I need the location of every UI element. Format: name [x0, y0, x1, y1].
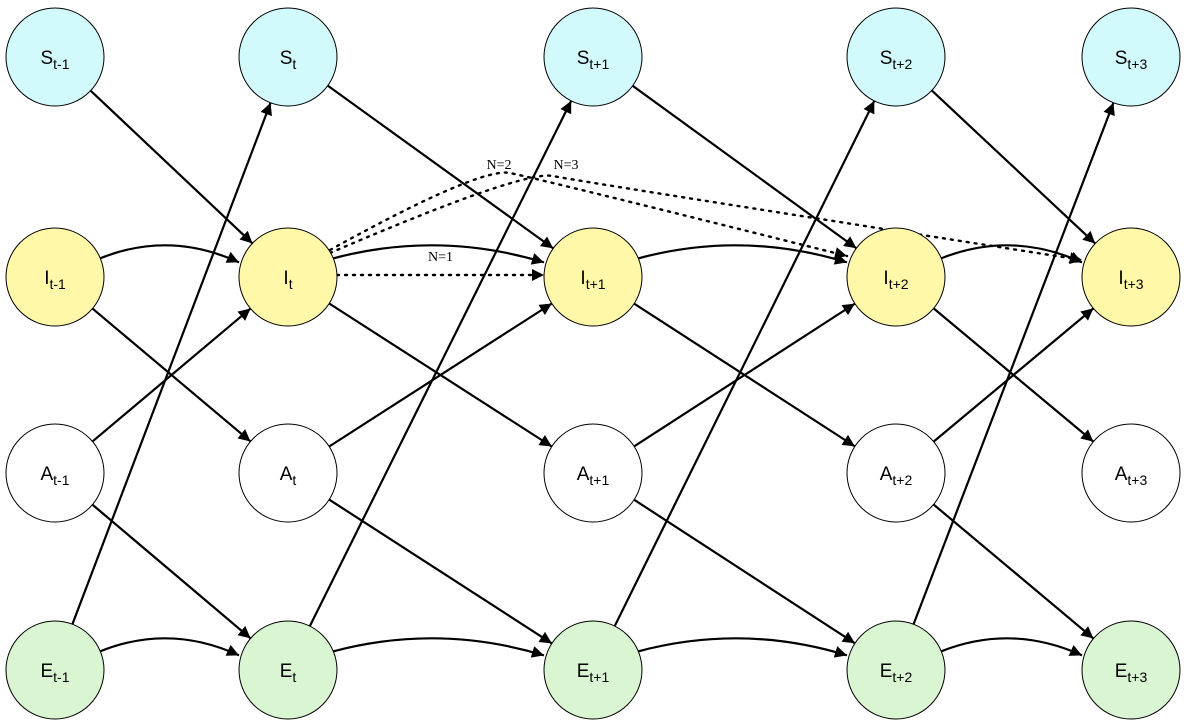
edge-a-t-1-to-i-t — [91, 307, 252, 443]
node-label: St — [280, 48, 297, 72]
edge-a-t-to-e-t+1 — [328, 498, 553, 645]
node-i-t-1[interactable]: It-1 — [5, 227, 105, 327]
node-label: It+3 — [1118, 268, 1143, 292]
edge-i-t-to-i-t+3-dotted — [328, 174, 1084, 265]
node-a-t+2[interactable]: At+2 — [846, 423, 946, 523]
node-label: At+2 — [880, 464, 913, 488]
node-label: St+1 — [577, 48, 610, 72]
edge-a-t+1-to-e-t+2 — [633, 498, 856, 645]
edge-e-t+1-to-s-t+2 — [613, 100, 876, 627]
node-circle — [238, 423, 338, 523]
node-a-t+1[interactable]: At+1 — [543, 423, 643, 523]
node-i-t+1[interactable]: It+1 — [543, 227, 643, 327]
edge-a-t+2-to-e-t+3 — [932, 503, 1095, 640]
node-circle — [543, 423, 643, 523]
node-e-t+2[interactable]: Et+2 — [846, 620, 946, 720]
node-a-t[interactable]: At — [238, 423, 338, 523]
node-e-t+3[interactable]: Et+3 — [1081, 620, 1181, 720]
edge-a-t-1-to-e-t — [91, 503, 252, 640]
edge-e-t-to-s-t+1 — [308, 100, 573, 627]
edge-e-t-1-to-e-t — [99, 637, 240, 657]
node-label: It — [283, 268, 292, 292]
node-circle — [238, 227, 338, 327]
node-i-t[interactable]: It — [238, 227, 338, 327]
node-label: At+1 — [577, 464, 610, 488]
node-label: Et-1 — [40, 661, 69, 685]
node-label: St+2 — [880, 48, 913, 72]
node-circle — [5, 423, 105, 523]
node-label: At+3 — [1115, 464, 1148, 488]
edge-i-t-to-i-t+2-dotted — [328, 171, 849, 259]
edge-s-t-1-to-i-t — [89, 89, 254, 245]
node-circle — [5, 620, 105, 720]
node-s-t-1[interactable]: St-1 — [5, 7, 105, 107]
edge-i-t+2-to-i-t+3 — [940, 244, 1083, 264]
edge-i-t-1-to-i-t — [99, 244, 240, 264]
node-label: Et — [280, 661, 297, 685]
node-label: St+3 — [1115, 48, 1148, 72]
node-label: It+1 — [580, 268, 605, 292]
node-e-t+1[interactable]: Et+1 — [543, 620, 643, 720]
edge-a-t+2-to-i-t+3 — [932, 307, 1095, 443]
node-circle — [1081, 620, 1181, 720]
node-label: Et+1 — [577, 661, 610, 685]
node-circle — [846, 620, 946, 720]
node-circle — [238, 620, 338, 720]
node-label: It-1 — [44, 268, 66, 292]
node-s-t+3[interactable]: St+3 — [1081, 7, 1181, 107]
node-label: St-1 — [40, 48, 69, 72]
node-i-t+3[interactable]: It+3 — [1081, 227, 1181, 327]
node-circle — [846, 7, 946, 107]
node-circle — [5, 227, 105, 327]
edge-i-t-to-i-t+1 — [332, 244, 545, 265]
node-s-t[interactable]: St — [238, 7, 338, 107]
node-label: Et+2 — [880, 661, 913, 685]
node-circle — [846, 227, 946, 327]
node-circle — [543, 227, 643, 327]
edge-a-t+1-to-i-t+2 — [633, 302, 856, 448]
node-circle — [543, 7, 643, 107]
node-label: At-1 — [40, 464, 69, 488]
node-circle — [1081, 7, 1181, 107]
edge-e-t+2-to-e-t+3 — [940, 637, 1083, 657]
node-label: Et+3 — [1115, 661, 1148, 685]
edge-i-t+1-to-i-t+2 — [637, 244, 848, 265]
edge-e-t+2-to-s-t+3 — [912, 102, 1115, 625]
node-circle — [1081, 227, 1181, 327]
node-s-t+2[interactable]: St+2 — [846, 7, 946, 107]
edge-s-t-to-i-t+1 — [327, 84, 554, 250]
edge-e-t-1-to-s-t — [71, 102, 272, 625]
node-label: At — [280, 464, 297, 488]
edge-label-n-1: N=1 — [428, 250, 453, 265]
edge-s-t+2-to-i-t+3 — [931, 89, 1096, 245]
edge-e-t+1-to-e-t+2 — [637, 637, 848, 658]
node-circle — [238, 7, 338, 107]
node-a-t-1[interactable]: At-1 — [5, 423, 105, 523]
node-label: It+2 — [883, 268, 908, 292]
edge-label-n-3: N=3 — [553, 158, 578, 173]
node-s-t+1[interactable]: St+1 — [543, 7, 643, 107]
node-e-t-1[interactable]: Et-1 — [5, 620, 105, 720]
node-a-t+3[interactable]: At+3 — [1081, 423, 1181, 523]
node-circle — [5, 7, 105, 107]
node-i-t+2[interactable]: It+2 — [846, 227, 946, 327]
node-circle — [543, 620, 643, 720]
edge-s-t+1-to-i-t+2 — [632, 84, 857, 250]
node-circle — [846, 423, 946, 523]
edge-e-t-to-e-t+1 — [332, 637, 545, 658]
node-circle — [1081, 423, 1181, 523]
edge-a-t-to-i-t+1 — [328, 302, 553, 448]
edge-label-n-2: N=2 — [486, 158, 511, 173]
node-e-t[interactable]: Et — [238, 620, 338, 720]
